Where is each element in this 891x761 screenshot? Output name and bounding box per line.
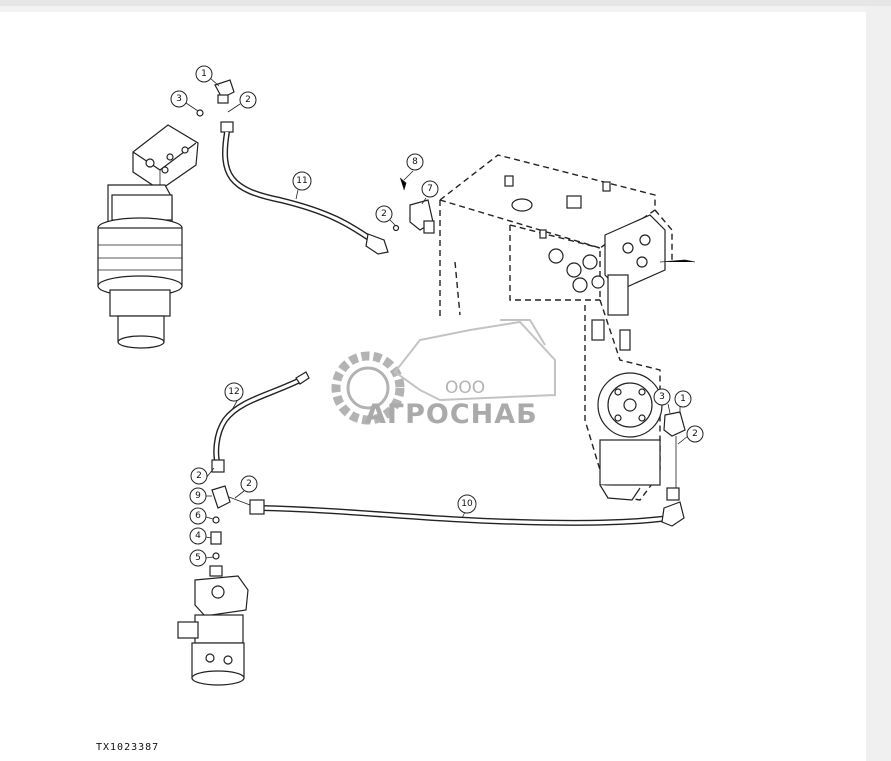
browser-top-strip (0, 0, 891, 6)
lower-left-fittings (209, 485, 251, 577)
callouts: 1 3 2 11 8 7 2 12 2 2 (170, 65, 704, 567)
callout-label: 2 (245, 95, 251, 105)
watermark-ooo: ООО (445, 378, 485, 398)
watermark: ООО АГРОСНАБ (331, 319, 556, 430)
callout-label: 3 (659, 392, 665, 402)
callout-label: 2 (381, 209, 387, 219)
diagram-sheet: ООО АГРОСНАБ 1 3 2 11 8 7 2 12 (0, 12, 866, 761)
upper-left-fittings (196, 79, 235, 133)
scrollbar-track[interactable] (866, 6, 891, 761)
hose-10 (249, 499, 685, 527)
figure-id: TX1023387 (96, 742, 160, 753)
callout-label: 12 (228, 387, 239, 397)
callout-label: 10 (461, 499, 473, 509)
elbow-fitting-7 (392, 177, 435, 234)
callout-label: 11 (296, 176, 307, 186)
callout-label: 6 (195, 511, 201, 521)
callout-label: 5 (195, 553, 201, 563)
lower-left-motor (177, 575, 249, 686)
callout-label: 9 (195, 491, 201, 501)
callout-bubble (195, 65, 213, 83)
callout-label: 1 (680, 394, 686, 404)
callout-label: 8 (412, 157, 418, 167)
callout-label: 2 (196, 471, 202, 481)
watermark-brand: АГРОСНАБ (365, 399, 538, 430)
hose-11 (222, 131, 389, 255)
callout-label: 2 (246, 479, 252, 489)
callout-label: 3 (176, 94, 182, 104)
callout-label: 4 (195, 531, 201, 541)
callout-label: 7 (427, 184, 433, 194)
main-valve-housing (439, 154, 696, 501)
hydraulic-parts-diagram: ООО АГРОСНАБ 1 3 2 11 8 7 2 12 (97, 65, 704, 686)
upper-left-motor (97, 124, 199, 349)
hose-12 (211, 371, 310, 473)
right-fittings (663, 411, 686, 501)
callout-label: 2 (692, 429, 698, 439)
callout-label: 1 (201, 69, 207, 79)
